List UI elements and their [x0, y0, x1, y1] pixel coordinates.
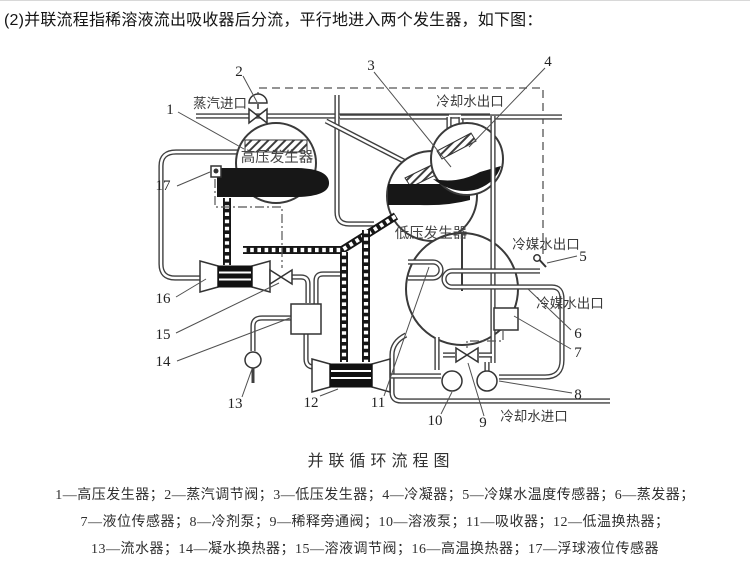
refrigerant-pump: [476, 370, 498, 392]
callout-9: 9: [479, 415, 487, 431]
callout-8: 8: [574, 387, 582, 403]
figure-legend: 1—高压发生器；2—蒸汽调节阀；3—低压发生器；4—冷凝器；5—冷媒水温度传感器…: [0, 482, 750, 563]
callout-11: 11: [371, 395, 385, 411]
bypass-valve-r: [465, 346, 479, 364]
steam-valve-r: [256, 107, 268, 125]
callout-3: 3: [367, 58, 375, 74]
label-refrigerant-water-outlet-top: 冷媒水出口: [512, 237, 580, 252]
components: [199, 93, 547, 393]
callout-12: 12: [304, 395, 319, 411]
callout-6: 6: [574, 326, 582, 342]
solution-pipes: [223, 198, 399, 362]
solution-valve: [269, 268, 283, 286]
condenser-tube-bundle: [436, 132, 477, 160]
hp-liquid-pool: [217, 168, 330, 197]
level-sensor-tray: [493, 307, 519, 331]
callout-16: 16: [156, 291, 172, 307]
condensate-hx: [290, 303, 322, 335]
label-refrigerant-water-outlet-mid: 冷媒水出口: [536, 296, 604, 311]
label-cooling-water-inlet: 冷却水进口: [500, 409, 568, 424]
hx14-up-pipe: [313, 271, 340, 304]
callouts: 1 2 3 4 5 6 7 8 9 10 11 12 13 14 15 16 1…: [156, 54, 587, 431]
label-steam-inlet: 蒸汽进口: [193, 96, 247, 111]
float-ball: [213, 168, 219, 174]
legend-line-2: 7—液位传感器；8—冷剂泵；9—稀释旁通阀；10—溶液泵；11—吸收器；12—低…: [80, 515, 670, 530]
leader-lines: [175, 67, 578, 417]
steam-valve-actuator: [248, 93, 268, 104]
hx16-left-wing: [199, 260, 219, 293]
label-lp-generator: 低压发生器: [395, 225, 468, 242]
condenser-liquid-pool: [433, 166, 501, 192]
hx-low-temp: [329, 363, 373, 388]
callout-13: 13: [228, 396, 243, 412]
callout-17: 17: [156, 178, 172, 194]
label-hp-generator: 高压发生器: [241, 149, 314, 166]
top-divider: [0, 0, 750, 1]
tray-to-bypass-signal: [466, 331, 504, 348]
pipes-front: [250, 116, 610, 404]
water-trap-gauge: [244, 351, 262, 369]
temp-sensor: [533, 254, 541, 262]
solution-valve-r: [279, 268, 293, 286]
callout-5: 5: [579, 249, 587, 265]
steam-valve: [248, 107, 260, 125]
hx-high-temp: [217, 265, 253, 288]
legend-line-1: 1—高压发生器；2—蒸汽调节阀；3—低压发生器；4—冷凝器；5—冷媒水温度传感器…: [55, 488, 695, 503]
diagram-labels: 蒸汽进口 冷却水出口 高压发生器 低压发生器 冷媒水出口 冷媒水出口 冷却水进口: [193, 94, 604, 424]
hx16-right-wing: [251, 260, 271, 293]
valve15-out-pipe: [292, 274, 311, 303]
callout-10: 10: [428, 413, 443, 429]
hx12-left-wing: [311, 358, 331, 393]
solution-pump: [441, 370, 463, 392]
figure-caption: 并联循环流程图: [307, 453, 455, 470]
label-cooling-water-outlet: 冷却水出口: [436, 94, 504, 109]
legend-line-3: 13—流水器；14—凝水换热器；15—溶液调节阀；16—高温换热器；17—浮球液…: [91, 542, 659, 557]
callout-1: 1: [166, 102, 174, 118]
bypass-valve: [455, 346, 469, 364]
callout-2: 2: [235, 64, 243, 80]
callout-7: 7: [574, 345, 582, 361]
hp-tube-bundle: [244, 139, 308, 153]
solution-pipe-horizontal: [243, 212, 399, 254]
callout-14: 14: [156, 354, 172, 370]
callout-4: 4: [544, 54, 552, 70]
parallel-cycle-diagram: 1 2 3 4 5 6 7 8 9 10 11 12 13 14 15 16 1…: [156, 54, 610, 431]
signal-wires: [214, 179, 504, 348]
float-to-valve-signal: [214, 179, 283, 268]
callout-15: 15: [156, 327, 171, 343]
intro-paragraph: (2)并联流程指稀溶液流出吸收器后分流，平行地进入两个发生器，如下图：: [4, 12, 543, 29]
trap-link-pipe: [250, 315, 291, 351]
